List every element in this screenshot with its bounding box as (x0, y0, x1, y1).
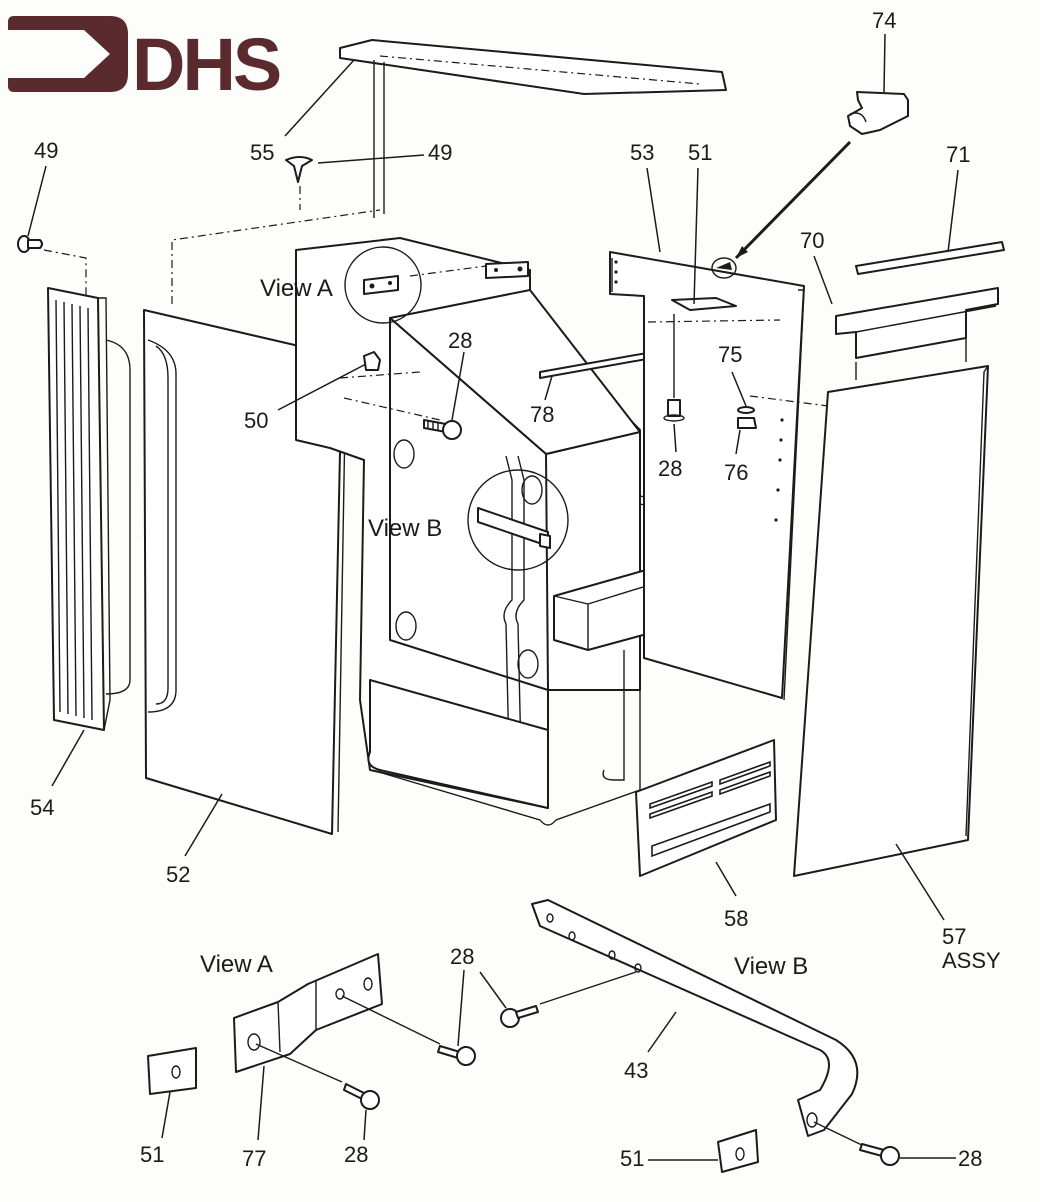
assembly-line (813, 1121, 869, 1149)
assembly-line (749, 395, 829, 407)
part-71-strip (855, 241, 1005, 275)
callout-28: 28 (658, 456, 682, 481)
assembly-line (539, 971, 637, 1005)
callout-51: 51 (688, 140, 712, 165)
callout-51: 51 (620, 1146, 644, 1171)
assembly-line (339, 371, 421, 379)
part-49-fixing-left (17, 235, 43, 253)
callout-28: 28 (448, 328, 472, 353)
arrow-head-icon (736, 246, 748, 258)
part-77-bracket (233, 953, 383, 1073)
grille-slots (55, 299, 93, 721)
callout-78: 78 (530, 402, 554, 427)
part-53-rear-panel (609, 251, 805, 701)
part-58-lower-grille (635, 739, 777, 877)
leader-lines (27, 33, 959, 1161)
part-50-clip (363, 351, 381, 371)
bracket-top-right (485, 261, 529, 279)
part-28-screw-d (859, 1143, 900, 1166)
logo-arrow-icon (8, 16, 128, 92)
part-76-nut (737, 417, 757, 429)
callout-57: 57 (942, 924, 966, 949)
callout-49: 49 (428, 140, 452, 165)
part-28-screw-b (437, 1045, 476, 1066)
assembly-line (255, 1043, 343, 1083)
callout-53: 53 (630, 140, 654, 165)
part-55-top-panel (339, 39, 727, 95)
part-75-washer (737, 406, 755, 414)
assembly-line (343, 397, 441, 421)
callout-49: 49 (34, 138, 58, 163)
part-54-grille (47, 287, 131, 731)
callout-50: 50 (244, 408, 268, 433)
part-28-screw-c (500, 1005, 539, 1028)
callout-54: 54 (30, 795, 54, 820)
callout-52: 52 (166, 862, 190, 887)
callout-51: 51 (140, 1142, 164, 1167)
callout-76: 76 (724, 460, 748, 485)
callout-57-assy: ASSY (942, 948, 1001, 973)
callout-58: 58 (724, 906, 748, 931)
assembly-line (171, 209, 381, 304)
callout-74: 74 (872, 8, 896, 33)
logo-text: DHS (132, 23, 280, 106)
view-b-circle (467, 469, 569, 571)
part-28-screw-a (343, 1083, 380, 1110)
part-51-clip-right (717, 1129, 759, 1173)
callout-77: 77 (242, 1146, 266, 1171)
callout-28: 28 (344, 1142, 368, 1167)
part-28-screw (423, 419, 462, 440)
callout-28: 28 (958, 1146, 982, 1171)
part-57-door-assy (793, 365, 989, 877)
callout-71: 71 (946, 142, 970, 167)
part-52-side-panel (143, 309, 347, 835)
callout-55: 55 (250, 140, 274, 165)
part-28-screw-vertical (663, 399, 685, 422)
assembly-line (341, 995, 441, 1045)
part-49-fixing-center (285, 156, 313, 183)
part-74-clip (847, 91, 909, 135)
callout-70: 70 (800, 228, 824, 253)
rear-panel-holes (614, 260, 784, 522)
callout-43: 43 (624, 1058, 648, 1083)
assembly-line (647, 319, 781, 323)
callout-75: 75 (718, 342, 742, 367)
assembly-line (43, 249, 87, 296)
view-a-detail-label: View A (200, 951, 273, 978)
part-70-channel (835, 287, 999, 359)
view-b-detail-label: View B (734, 953, 808, 980)
view-a-circle (344, 246, 422, 324)
part-43-strap (531, 899, 859, 1137)
callout-28: 28 (450, 944, 474, 969)
arrow-74 (734, 140, 852, 260)
assembly-line (409, 265, 487, 277)
view-b-label: View B (368, 515, 442, 542)
part-51-clip-left (147, 1047, 197, 1095)
cabinet-body (295, 237, 699, 826)
view-a-label: View A (260, 275, 333, 302)
dhs-logo: DHS (8, 16, 283, 106)
